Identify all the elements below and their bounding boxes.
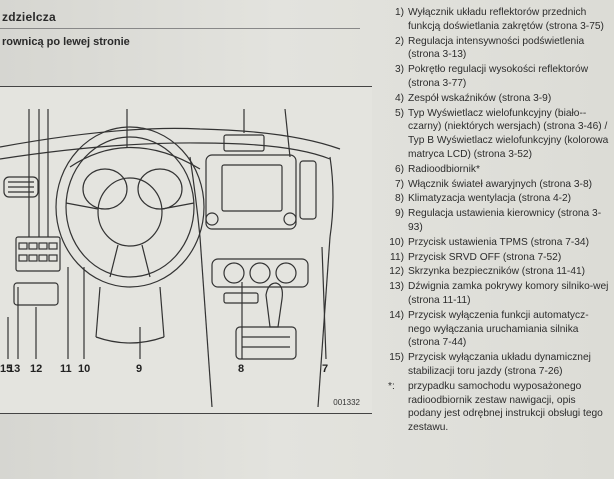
callout-7: 7 bbox=[322, 363, 329, 375]
legend-list: 1)Wyłącznik układu reflektorów przednich… bbox=[378, 6, 610, 436]
section-title: zdzielcza bbox=[2, 10, 56, 24]
figure-id: 001332 bbox=[333, 398, 360, 407]
callout-9: 9 bbox=[136, 363, 143, 375]
list-item: 5)Typ Wyświetlacz wielofunkcyjny (biało-… bbox=[394, 107, 609, 160]
list-item: 14)Przycisk wyłączenia funkcji automatyc… bbox=[389, 309, 589, 349]
callout-8: 8 bbox=[238, 363, 245, 375]
list-item: 11)Przycisk SRVD OFF (strona 7-52) bbox=[390, 251, 562, 263]
list-item: 6)Radioodbiornik* bbox=[394, 163, 480, 175]
list-item: 8)Klimatyzacja wentylacja (strona 4-2) bbox=[394, 193, 572, 205]
list-item: 1)Wyłącznik układu reflektorów przednich… bbox=[394, 7, 604, 32]
footnote: *:przypadku samochodu wyposażonego radio… bbox=[388, 380, 603, 434]
list-item: 2)Regulacja intensywności podświetlenia … bbox=[394, 35, 585, 61]
dashboard-illustration bbox=[0, 108, 341, 408]
list-item: 12)Skrzynka bezpieczników (strona 11-41) bbox=[389, 266, 586, 278]
callout-13: 13 bbox=[8, 363, 21, 375]
callout-12: 12 bbox=[30, 363, 43, 375]
callout-11: 11 bbox=[60, 363, 72, 375]
list-item: 15)Przycisk wyłączania układu dynamiczne… bbox=[389, 352, 591, 377]
list-item: 9)Regulacja ustawienia kierownicy (stron… bbox=[394, 208, 602, 233]
callout-15: 15 bbox=[0, 363, 13, 375]
list-item: 7)Włącznik świateł awaryjnych (strona 3-… bbox=[394, 178, 592, 190]
list-item: 4)Zespół wskaźników (strona 3-9) bbox=[394, 92, 552, 104]
list-item: 3)Pokrętło regulacji wysokości reflektor… bbox=[394, 64, 589, 89]
section-subtitle: rownicą po lewej stronie bbox=[2, 36, 130, 48]
dashboard-figure: 15 13 12 11 10 9 8 7 001332 bbox=[0, 86, 372, 414]
callout-10: 10 bbox=[78, 363, 91, 375]
list-item: 13)Dźwignia zamka pokrywy komory silniko… bbox=[389, 281, 609, 306]
list-item: 10)Przycisk ustawienia TPMS (strona 7-34… bbox=[389, 236, 589, 248]
title-divider bbox=[0, 28, 360, 29]
